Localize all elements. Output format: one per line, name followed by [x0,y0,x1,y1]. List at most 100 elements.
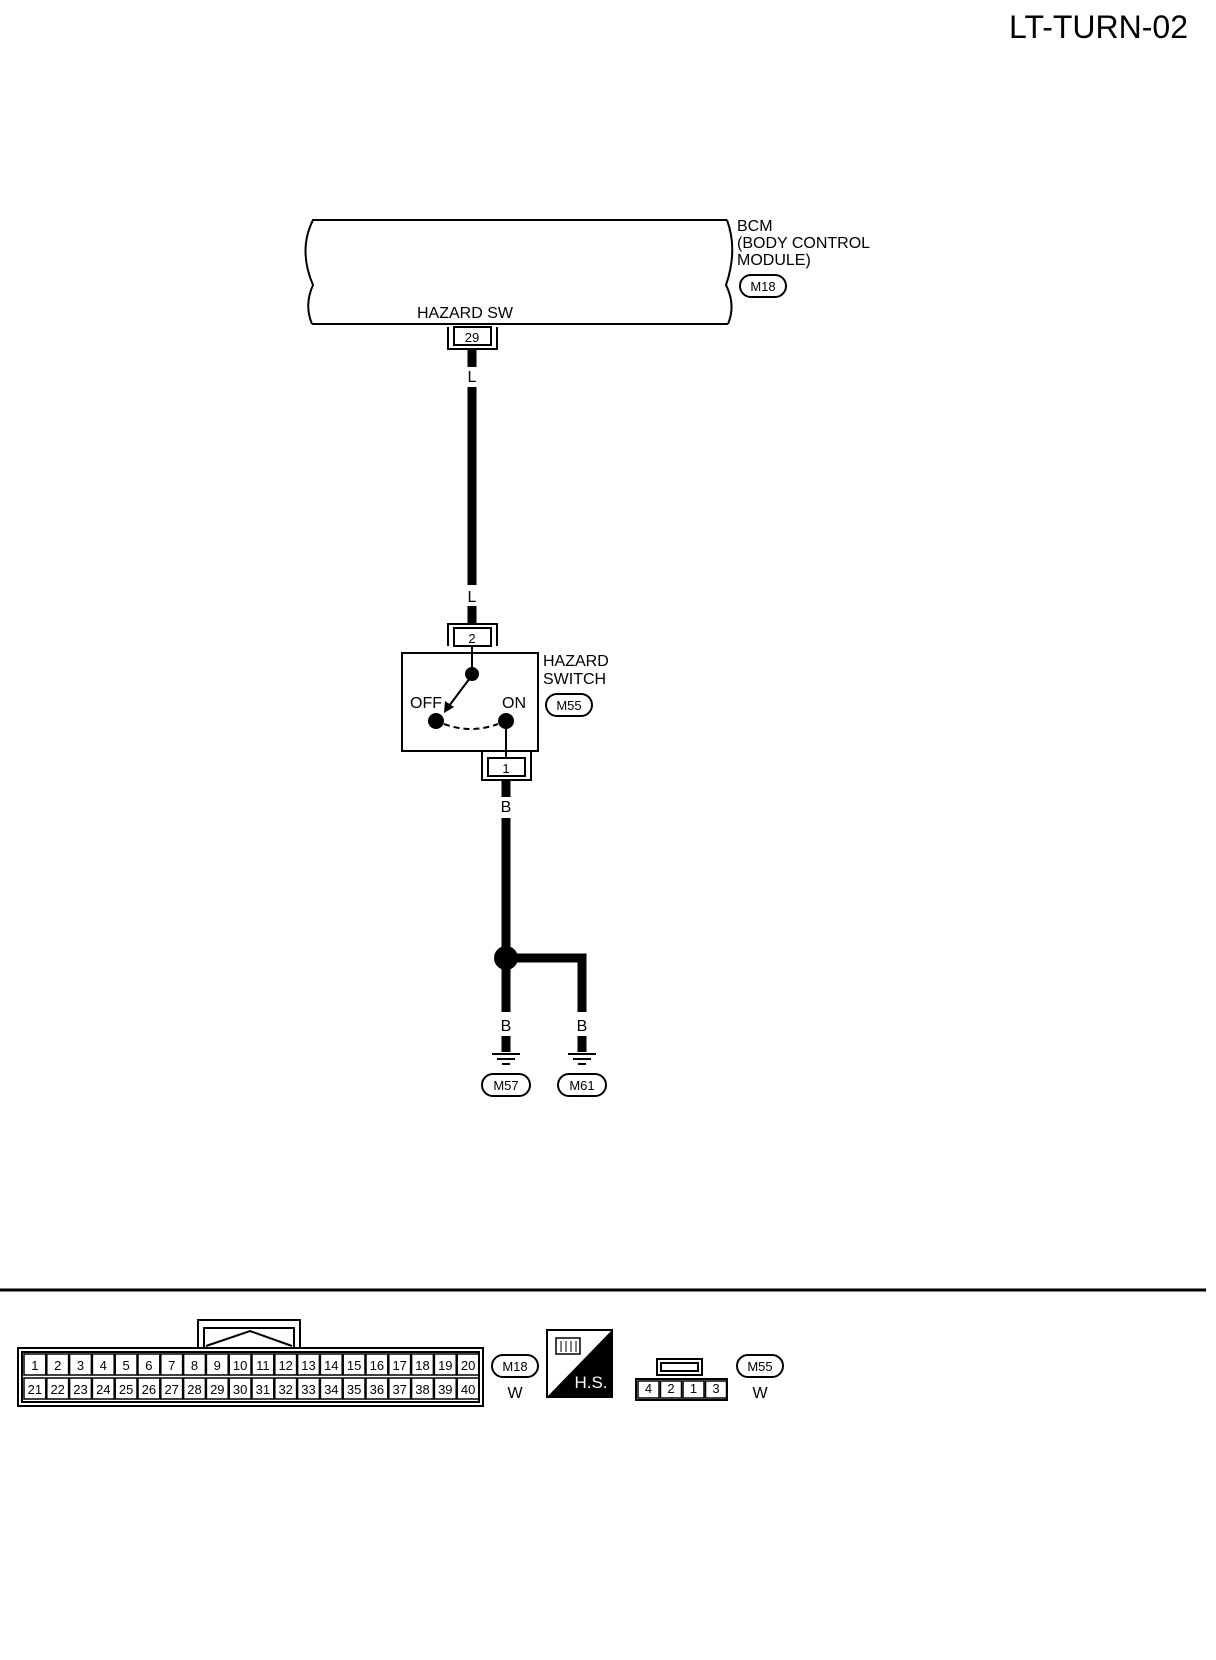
m55-pin: 1 [690,1381,697,1396]
m18-pin: 15 [347,1358,361,1373]
m18-pin-cell [251,1353,275,1376]
m55-pin-cell [682,1380,705,1399]
switch-common-contact [465,667,479,681]
m18-pin-cell [388,1377,412,1400]
m18-pin-cell [365,1377,389,1400]
m18-pin: 36 [370,1382,384,1397]
m18-pin-cell [23,1377,47,1400]
m18-pin: 16 [370,1358,384,1373]
m18-pin: 23 [73,1382,87,1397]
ground-left-connector-id: M57 [493,1078,518,1093]
hs-badge: H.S. [546,1329,613,1398]
m18-pin-cell [182,1353,207,1376]
m18-pin-cell [182,1377,207,1400]
m18-pin: 29 [210,1382,224,1397]
hazard-switch-terminal-2: 2 [447,623,498,647]
wire-color-label-bottom: L [468,589,477,606]
m18-pin-cell [410,1353,435,1376]
connector-m18-id: M18 [502,1359,527,1374]
m18-pin: 1 [31,1358,38,1373]
m18-pin-cell [410,1377,435,1400]
m18-pin: 12 [278,1358,292,1373]
m18-pin-cell [319,1377,343,1400]
bcm-right-break [724,219,734,325]
m18-pin: 10 [233,1358,247,1373]
m18-pin-cell [433,1377,457,1400]
m18-pin: 8 [191,1358,198,1373]
m18-pin: 26 [142,1382,156,1397]
m55-pin-cell [704,1380,728,1399]
m55-pin-cell [637,1380,660,1399]
m18-pin-cell [68,1377,93,1400]
m18-pin-cell [388,1353,412,1376]
bcm-title-line3: MODULE) [737,252,811,269]
m18-pin: 21 [28,1382,42,1397]
splice-point [494,946,518,970]
connector-m18-color: W [507,1385,523,1402]
m18-pin: 31 [256,1382,270,1397]
hazard-switch-pin-bottom: 1 [502,761,509,776]
switch-arm [448,677,471,707]
m55-pin: 4 [645,1381,652,1396]
m18-pin-cell [46,1377,70,1400]
m18-pin-cell [137,1353,161,1376]
m18-pin-cell [160,1353,184,1376]
m18-pin: 5 [122,1358,129,1373]
hazard-switch-title-line2: SWITCH [543,671,606,688]
m18-pin-cell [114,1377,138,1400]
m18-pin-cell [251,1377,275,1400]
ground-right-wire-color: B [577,1018,588,1035]
bcm-terminal-number: 29 [465,330,479,345]
m55-pin-cell [659,1380,683,1399]
ground-left-icon [492,1053,520,1065]
m18-pin-cell [456,1353,480,1376]
bcm-module: HAZARD SW [304,219,734,325]
m18-pin-cell [274,1353,298,1376]
m18-pin: 11 [256,1358,270,1373]
m18-pin-cell [274,1377,298,1400]
m18-pin-cell [296,1377,321,1400]
m18-pin: 25 [119,1382,133,1397]
ground-left-wire-color: B [501,1018,512,1035]
page-code: LT-TURN-02 [1009,9,1188,45]
m18-pin: 4 [100,1358,107,1373]
m18-pin: 33 [301,1382,315,1397]
m18-pin-cell [160,1377,184,1400]
switch-arm-arrow-icon [444,701,454,713]
switch-on-label: ON [502,695,526,712]
m18-pin-cell [342,1353,366,1376]
m18-pin-cell [342,1377,366,1400]
m18-pin-cell [23,1353,47,1376]
hazard-switch-body [401,652,539,752]
m18-pin-cell [365,1353,389,1376]
m18-pin: 18 [415,1358,429,1373]
bcm-connector-badge: M18 [739,274,787,298]
ground-left-connector-badge: M57 [481,1073,531,1097]
bcm-title-line2: (BODY CONTROL [737,235,870,252]
m18-pin-cell [91,1377,115,1400]
m18-pin-cell [319,1353,343,1376]
m55-pin: 3 [712,1381,719,1396]
m18-pin: 27 [164,1382,178,1397]
m18-pin-cell [68,1353,93,1376]
ground-right-icon [568,1053,596,1065]
m18-pin-cell [228,1353,252,1376]
m18-pin: 2 [54,1358,61,1373]
m18-pin: 39 [438,1382,452,1397]
m18-pin-cell [46,1353,70,1376]
m18-pin: 19 [438,1358,452,1373]
m55-pin: 2 [667,1381,674,1396]
hazard-switch-title-line1: HAZARD [543,653,609,670]
m18-pin: 28 [187,1382,201,1397]
wire-b-branch [516,953,587,1012]
m18-pin: 17 [392,1358,406,1373]
m18-pin-cell [228,1377,252,1400]
ground-right-connector-id: M61 [569,1078,594,1093]
m18-pin-cell [137,1377,161,1400]
